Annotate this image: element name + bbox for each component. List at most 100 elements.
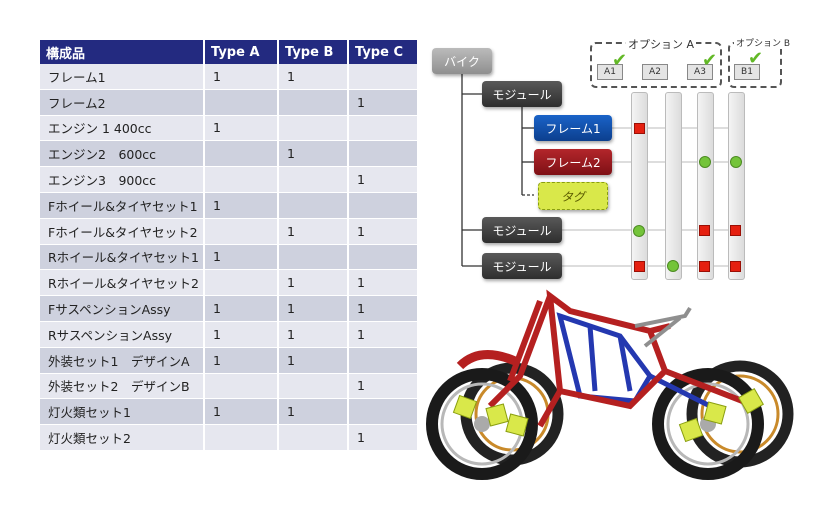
cell-component: Fホイール&タイヤセット1 (40, 192, 205, 219)
cell-component: 外装セット2 デザインB (40, 373, 205, 400)
check-icon: ✔ (612, 50, 628, 71)
check-icon: ✔ (748, 48, 764, 69)
cell-type-c: 1 (348, 373, 419, 400)
cell-type-a (204, 89, 279, 116)
option-tag-a1: A1 (597, 64, 623, 80)
cell-type-c: 1 (348, 89, 419, 116)
cell-type-a: 1 (204, 321, 279, 348)
module-tree-diagram: バイク モジュール フレーム1 フレーム2 タグ モジュール モジュール オプシ… (420, 36, 820, 288)
cell-type-b: 1 (278, 398, 349, 426)
cell-type-b (278, 166, 349, 193)
cell-component: Rホイール&タイヤセット1 (40, 244, 205, 271)
table-row: エンジン2 600cc 1 (40, 140, 419, 168)
cell-component: 灯火類セット2 (40, 424, 205, 451)
marker-red (699, 261, 710, 272)
cell-type-b (278, 192, 349, 219)
cell-type-b: 1 (278, 218, 349, 245)
cell-component: エンジン3 900cc (40, 166, 205, 193)
motorcycle-chassis-illustration (426, 289, 794, 480)
cell-type-a: 1 (204, 64, 279, 90)
col-header-type-a: Type A (204, 40, 279, 64)
cell-type-c (348, 115, 419, 142)
cell-component: エンジン 1 400cc (40, 115, 205, 142)
cell-type-a (204, 424, 279, 451)
cell-type-b (278, 373, 349, 400)
cell-type-b: 1 (278, 321, 349, 348)
cell-type-c (348, 192, 419, 219)
col-header-type-c: Type C (348, 40, 419, 64)
cell-type-b: 1 (278, 269, 349, 297)
cell-component: 灯火類セット1 (40, 398, 205, 426)
option-column-a1 (631, 92, 648, 280)
cell-type-a (204, 140, 279, 168)
cell-type-c (348, 244, 419, 271)
marker-green (730, 156, 742, 168)
node-frame-2: フレーム2 (534, 149, 612, 175)
rear-wheel-front (652, 368, 764, 480)
cell-component: フレーム1 (40, 64, 205, 90)
col-header-type-b: Type B (278, 40, 349, 64)
table-header-row: 構成品 Type A Type B Type C (40, 40, 419, 64)
table-row: 外装セット2 デザインB 1 (40, 373, 419, 400)
cell-type-a: 1 (204, 295, 279, 322)
node-module-1: モジュール (482, 81, 562, 107)
cell-type-b: 1 (278, 140, 349, 168)
node-bike: バイク (432, 48, 492, 74)
table-row: 灯火類セット2 1 (40, 424, 419, 451)
cell-type-b (278, 244, 349, 271)
cell-type-a: 1 (204, 244, 279, 271)
col-header-component: 構成品 (40, 40, 205, 64)
node-tag: タグ (538, 182, 608, 210)
cell-type-b: 1 (278, 295, 349, 322)
cell-type-b: 1 (278, 64, 349, 90)
check-icon: ✔ (702, 50, 718, 71)
cell-type-c: 1 (348, 424, 419, 451)
option-column-b1 (728, 92, 745, 280)
cell-component: Rホイール&タイヤセット2 (40, 269, 205, 297)
marker-red (634, 261, 645, 272)
cell-component: 外装セット1 デザインA (40, 347, 205, 374)
marker-red (634, 123, 645, 134)
cell-type-c: 1 (348, 321, 419, 348)
table-row: エンジン3 900cc 1 (40, 166, 419, 193)
cell-type-a (204, 166, 279, 193)
marker-green (699, 156, 711, 168)
cell-type-b (278, 89, 349, 116)
cell-type-a (204, 269, 279, 297)
cell-type-a (204, 218, 279, 245)
cell-type-b: 1 (278, 347, 349, 374)
marker-green (667, 260, 679, 272)
marker-red (699, 225, 710, 236)
node-frame-1: フレーム1 (534, 115, 612, 141)
marker-red (730, 261, 741, 272)
marker-red (730, 225, 741, 236)
tag-markers (452, 388, 764, 443)
cell-type-b (278, 115, 349, 142)
option-tag-b1: B1 (734, 64, 760, 80)
option-column-a3 (697, 92, 714, 280)
option-a-label: オプション A (626, 36, 697, 52)
option-tag-a3: A3 (687, 64, 713, 80)
cell-type-c (348, 398, 419, 426)
cell-type-a: 1 (204, 192, 279, 219)
cell-type-c: 1 (348, 166, 419, 193)
cell-type-a (204, 373, 279, 400)
cell-type-c: 1 (348, 295, 419, 322)
cell-type-a: 1 (204, 398, 279, 426)
option-tag-a2: A2 (642, 64, 668, 80)
cell-component: エンジン2 600cc (40, 140, 205, 168)
marker-green (633, 225, 645, 237)
cell-component: フレーム2 (40, 89, 205, 116)
cell-type-c: 1 (348, 218, 419, 245)
cell-type-c (348, 64, 419, 90)
cell-type-a: 1 (204, 347, 279, 374)
cell-type-b (278, 424, 349, 451)
